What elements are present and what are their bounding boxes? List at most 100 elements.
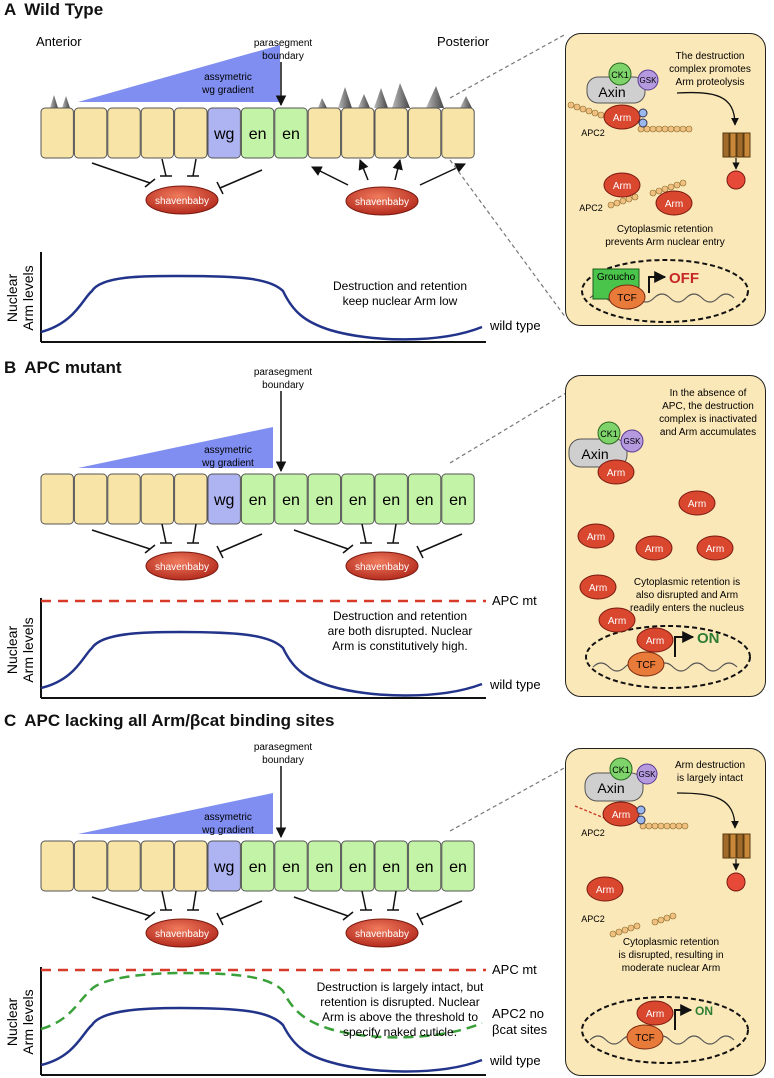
groucho-label: Groucho bbox=[597, 272, 636, 283]
nucleus-outline bbox=[581, 259, 749, 323]
nuclear-arm bbox=[636, 1000, 674, 1026]
note-line-1: Destruction is largely intact, but bbox=[317, 980, 484, 994]
gradient-label-1: assymetric bbox=[204, 72, 252, 83]
shavenbaby-node-left bbox=[145, 185, 219, 215]
cell-label: wg bbox=[213, 126, 234, 143]
cell-en bbox=[441, 473, 475, 525]
cell bbox=[40, 840, 74, 892]
curve-label-apc2-2: βcat sites bbox=[492, 1022, 548, 1037]
apc2-bead-chain bbox=[639, 822, 689, 830]
gsk-shape bbox=[637, 69, 659, 91]
wg-gradient-wedge bbox=[78, 427, 273, 468]
curve-label-wild-type: wild type bbox=[489, 1053, 541, 1068]
gsk-label: GSK bbox=[640, 76, 658, 85]
curve-label-apc-mt: APC mt bbox=[492, 593, 537, 608]
tcf-label: TCF bbox=[636, 660, 655, 671]
arm-in-complex bbox=[603, 104, 641, 130]
gradient-label-2: wg gradient bbox=[201, 825, 254, 836]
cell bbox=[174, 473, 208, 525]
plot-axes bbox=[40, 598, 486, 699]
cell bbox=[341, 107, 375, 159]
boundary-label-2: boundary bbox=[262, 380, 304, 391]
cell-label: en bbox=[449, 492, 467, 509]
y-axis-label-2: Arm levels bbox=[20, 265, 36, 330]
note-line-4: specify naked cuticle. bbox=[343, 1025, 457, 1039]
cell-en bbox=[307, 473, 342, 525]
cell bbox=[73, 473, 108, 525]
shavenbaby-label-right: shavenbaby bbox=[355, 197, 409, 208]
cell bbox=[40, 107, 74, 159]
shavenbaby-node-left bbox=[145, 551, 219, 581]
inset-c-mid-2: is disrupted, resulting in bbox=[618, 950, 723, 961]
curve-label-apc2-1: APC2 no bbox=[492, 1006, 544, 1021]
apc2-retention-chain bbox=[609, 912, 677, 938]
cell-en bbox=[407, 473, 442, 525]
denticles bbox=[50, 83, 472, 108]
cell-wg bbox=[207, 107, 241, 159]
cell-en bbox=[274, 840, 308, 892]
cell bbox=[374, 107, 408, 159]
arm-entering-nucleus bbox=[598, 607, 636, 633]
svg-text:Arm: Arm bbox=[688, 499, 706, 510]
axin-label: Axin bbox=[581, 446, 608, 462]
apc2-bead-chain bbox=[567, 101, 693, 133]
inset-c-text-2: is largely intact bbox=[677, 773, 743, 784]
shavenbaby-label-left: shavenbaby bbox=[155, 562, 209, 573]
cell bbox=[140, 473, 175, 525]
transcription-state: OFF bbox=[669, 270, 699, 287]
arm-retained-1 bbox=[603, 172, 641, 198]
cell-en bbox=[374, 473, 408, 525]
cell-label: wg bbox=[213, 859, 234, 876]
gsk-label: GSK bbox=[639, 770, 657, 779]
free-arm-3 bbox=[635, 535, 673, 561]
cell-label: en bbox=[416, 492, 434, 509]
arm-complex-label: Arm bbox=[613, 113, 631, 124]
arm-in-complex bbox=[597, 459, 635, 485]
cell-label: en bbox=[316, 859, 334, 876]
transcription-arrow bbox=[674, 1004, 693, 1030]
svg-text:Arm: Arm bbox=[587, 532, 605, 543]
arm-complex-label: Arm bbox=[607, 468, 625, 479]
cell bbox=[441, 107, 475, 159]
inset-a-text-1: The destruction bbox=[676, 51, 745, 62]
wild-type-curve bbox=[40, 630, 483, 697]
inset-c: Axin CK1 GSK Arm APC2 Arm destruction is… bbox=[565, 748, 766, 1076]
inset-c-mid-3: moderate nuclear Arm bbox=[622, 963, 720, 974]
shavenbaby-label-right: shavenbaby bbox=[355, 562, 409, 573]
tcf-label: TCF bbox=[635, 1033, 654, 1044]
nucleus-outline bbox=[581, 996, 749, 1064]
zoom-line bbox=[449, 392, 567, 464]
note-line-3: Arm is constitutively high. bbox=[332, 639, 467, 653]
regulation-lines bbox=[91, 523, 463, 559]
note-line-2: retention is disrupted. Nuclear bbox=[320, 995, 479, 1009]
cell bbox=[307, 107, 342, 159]
cell-label: wg bbox=[213, 492, 234, 509]
inset-c-text-1: Arm destruction bbox=[675, 760, 745, 771]
cell bbox=[107, 473, 141, 525]
cell-en bbox=[374, 840, 408, 892]
panel-a-diagram: Anterior Posterior assymetric wg gradien… bbox=[4, 33, 567, 343]
cell bbox=[140, 840, 175, 892]
transcription-state: ON bbox=[697, 630, 720, 647]
inset-a: Axin CK1 GSK Arm APC2 The destruction co… bbox=[565, 33, 766, 326]
cell bbox=[174, 107, 208, 159]
cell-en bbox=[240, 473, 275, 525]
inset-a-mid-2: prevents Arm nuclear entry bbox=[605, 237, 725, 248]
note-line-2: keep nuclear Arm low bbox=[343, 294, 458, 308]
note-line-1: Destruction and retention bbox=[333, 279, 467, 293]
cell bbox=[407, 107, 442, 159]
shavenbaby-label-left: shavenbaby bbox=[155, 929, 209, 940]
proteasome-icon bbox=[722, 132, 751, 158]
cell-en bbox=[240, 840, 275, 892]
cell-label: en bbox=[282, 492, 300, 509]
gradient-label-1: assymetric bbox=[204, 812, 252, 823]
boundary-label-1: parasegment bbox=[254, 38, 313, 49]
wild-type-curve bbox=[40, 1006, 483, 1073]
inset-b-text-3: complex is inactivated bbox=[659, 414, 757, 425]
cell-label: en bbox=[249, 492, 267, 509]
